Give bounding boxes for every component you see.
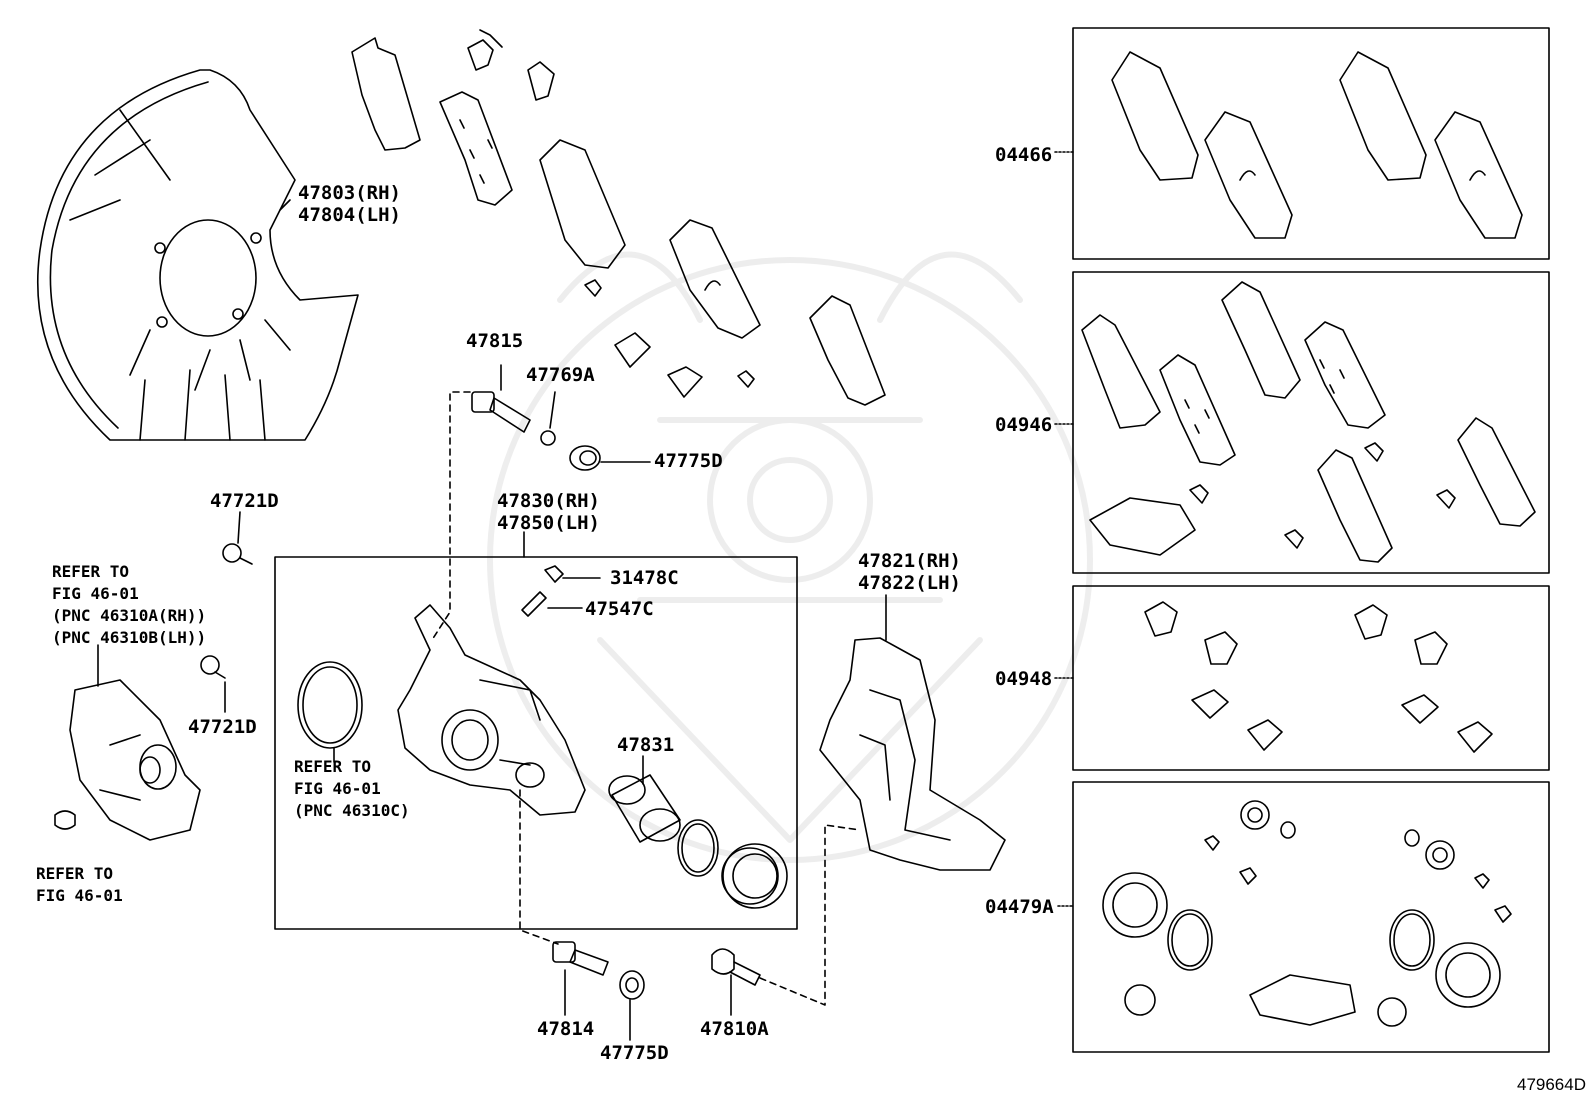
label-47721D-mid: 47721D <box>188 716 257 738</box>
note-motor-line3: (PNC 46310A(RH)) <box>52 606 207 625</box>
guide-pin-47815 <box>471 391 556 446</box>
watermark-emblem <box>487 251 1093 863</box>
pad-outer-3 <box>809 295 886 406</box>
pad-inner-1 <box>439 91 513 206</box>
note-oring-line2: FIG 46-01 <box>294 779 381 798</box>
label-kit-04466: 04466 <box>995 144 1053 166</box>
label-47830: 47830(RH) <box>497 490 600 512</box>
kit-box-04946 <box>1072 271 1550 574</box>
label-47850: 47850(LH) <box>497 512 600 534</box>
note-oring-line1: REFER TO <box>294 757 372 776</box>
boot-47775D-bottom <box>619 970 645 1000</box>
sensor-plug <box>54 810 76 830</box>
piston-seal <box>677 819 719 877</box>
label-47821: 47821(RH) <box>858 550 961 572</box>
label-47547C: 47547C <box>585 598 654 620</box>
figure-id: 479664D <box>1516 1075 1586 1094</box>
caliper-body <box>397 604 586 816</box>
label-47814: 47814 <box>537 1018 595 1040</box>
boot-47775D-top <box>569 445 601 471</box>
bolt-47721D-mid <box>200 655 226 679</box>
pad-inner-2 <box>669 219 761 339</box>
bleeder-cap <box>544 565 564 583</box>
bolt-47810A <box>711 948 761 986</box>
kit-box-04466 <box>1072 27 1550 260</box>
note-sensor-line1: REFER TO <box>36 864 114 883</box>
note-motor-line2: FIG 46-01 <box>52 584 139 603</box>
kit-04946-pads <box>1081 281 1536 563</box>
note-motor-line4: (PNC 46310B(LH)) <box>52 628 207 647</box>
label-47721D-top: 47721D <box>210 490 279 512</box>
label-47769A: 47769A <box>526 364 595 386</box>
bleeder-screw <box>521 591 547 617</box>
dashed-connectors <box>431 391 861 1006</box>
kit-leaders <box>1054 151 1074 907</box>
caliper-assembly-box <box>274 556 798 930</box>
note-sensor-line2: FIG 46-01 <box>36 886 123 905</box>
label-31478C: 31478C <box>610 567 679 589</box>
note-motor-line1: REFER TO <box>52 562 130 581</box>
bolt-47721D-top <box>222 543 253 565</box>
leader-47769A <box>549 391 556 429</box>
kit-04948-clips <box>1144 601 1493 753</box>
label-47775D-top: 47775D <box>654 450 723 472</box>
kit-box-04479A <box>1072 781 1550 1053</box>
label-47815: 47815 <box>466 330 524 352</box>
label-47775D-bottom: 47775D <box>600 1042 669 1064</box>
label-47831: 47831 <box>617 734 675 756</box>
label-47804: 47804(LH) <box>298 204 401 226</box>
leader-47803 <box>279 199 291 211</box>
label-kit-04946: 04946 <box>995 414 1053 436</box>
shim-clips-top <box>467 29 755 398</box>
dust-shield <box>36 69 359 441</box>
kit-04466-pads <box>1111 51 1523 239</box>
pad-outer-2 <box>539 139 626 269</box>
label-47803: 47803(RH) <box>298 182 401 204</box>
caliper-mounting-bracket <box>819 637 1006 871</box>
guide-pin-47814 <box>552 941 609 976</box>
pad-outer-1 <box>351 37 421 151</box>
kit-04479A-seals <box>1102 800 1512 1027</box>
parking-motor <box>69 679 201 841</box>
label-47810A: 47810A <box>700 1018 769 1040</box>
label-kit-04948: 04948 <box>995 668 1053 690</box>
leader-47721D-top <box>237 511 241 544</box>
note-oring-line3: (PNC 46310C) <box>294 801 410 820</box>
kit-box-04948 <box>1072 585 1550 771</box>
piston-boot <box>721 843 788 909</box>
label-kit-04479A: 04479A <box>985 896 1054 918</box>
piston-47831 <box>608 774 681 843</box>
o-ring-large <box>297 661 363 749</box>
label-47822: 47822(LH) <box>858 572 961 594</box>
